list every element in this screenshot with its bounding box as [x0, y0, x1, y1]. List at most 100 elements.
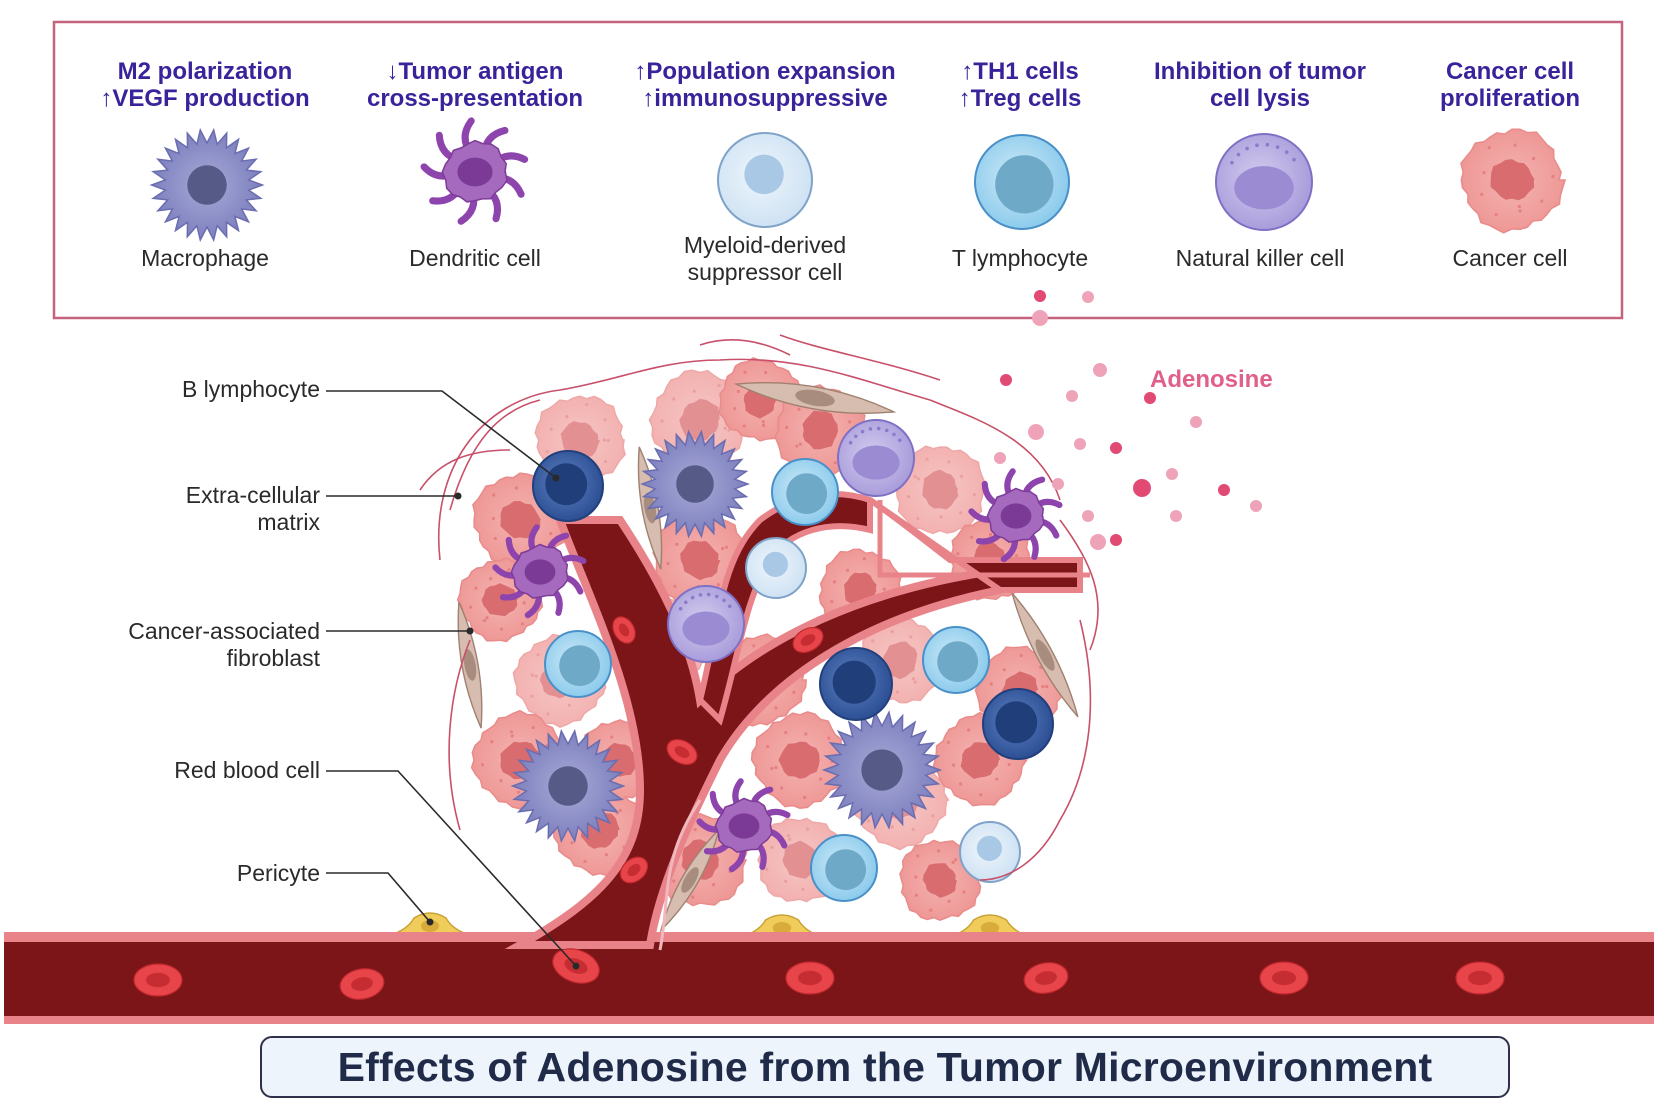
adenosine-particle [1074, 438, 1086, 450]
red-blood-cell [1259, 961, 1309, 995]
adenosine-particle [1110, 534, 1122, 546]
fibroblast-cell [1011, 592, 1079, 718]
legend-name-mdsc: Myeloid-derived suppressor cell [683, 232, 847, 285]
effect-line-1: M2 polarization [117, 58, 293, 85]
mdsc-cell [959, 821, 1021, 883]
tumor-cells [492, 419, 1063, 902]
adenosine-particle [1144, 392, 1156, 404]
adenosine-particle [1032, 310, 1048, 326]
dendritic-cell [492, 524, 587, 619]
dendritic-cell [968, 468, 1063, 563]
macrophage-cell [149, 127, 265, 243]
red-blood-cell [666, 738, 698, 766]
callout-line-b-lymphocyte [326, 390, 557, 479]
adenosine-particle [1110, 442, 1122, 454]
figure-title-box: Effects of Adenosine from the Tumor Micr… [260, 1036, 1510, 1098]
b-lymphocyte-cell [819, 647, 893, 721]
red-blood-cell [785, 961, 835, 995]
t-lymphocyte-cell [771, 458, 839, 526]
adenosine-particle [1082, 291, 1094, 303]
t-lymphocyte-cell [922, 626, 990, 694]
legend-name-cancer-cell: Cancer cell [1452, 245, 1568, 271]
callout-lines [326, 390, 577, 967]
figure-title: Effects of Adenosine from the Tumor Micr… [337, 1043, 1433, 1090]
red-blood-cell [1023, 962, 1069, 994]
adenosine-particle [1170, 510, 1182, 522]
effect-line-1: Cancer cell [1445, 58, 1575, 85]
mdsc-cell [745, 537, 807, 599]
effect-line-2: proliferation [1439, 85, 1580, 112]
effect-line-1: ↑Population expansion [634, 58, 896, 85]
label-adenosine: Adenosine [1150, 366, 1273, 393]
t-lymphocyte-cell [974, 134, 1070, 230]
label-red-blood-cell: Red blood cell [174, 757, 320, 783]
callout-line-pericyte [326, 872, 431, 923]
dendritic-cell [696, 778, 791, 873]
dendritic-cell [420, 117, 529, 225]
natural-killer-cell [667, 585, 745, 663]
red-blood-cell [792, 626, 824, 654]
label-b-lymphocyte: B lymphocyte [181, 376, 320, 402]
adenosine-particles [994, 290, 1262, 550]
adenosine-particle [1066, 390, 1078, 402]
t-lymphocyte-cell [810, 834, 878, 902]
label-extracellular-matrix: Extra-cellular matrix [185, 482, 320, 535]
effect-line-2: ↑immunosuppressive [642, 85, 888, 112]
effect-line-2: cross-presentation [366, 85, 584, 112]
adenosine-particle [1093, 363, 1107, 377]
effect-nk-cell: Inhibition of tumor cell lysis [1140, 58, 1380, 112]
label-pericyte: Pericyte [236, 860, 320, 886]
label-cancer-associated-fibroblast: Cancer-associated fibroblast [128, 618, 320, 671]
adenosine-particle [1052, 478, 1064, 490]
adenosine-particle [1028, 424, 1044, 440]
effect-line-2: ↑VEGF production [100, 85, 310, 112]
effect-line-2: cell lysis [1209, 85, 1311, 112]
effect-line-1: ↓Tumor antigen [386, 58, 564, 85]
fibroblast-cell [733, 382, 897, 414]
adenosine-particle [994, 452, 1006, 464]
red-blood-cell [133, 963, 183, 997]
fibroblast-cell [457, 601, 483, 729]
adenosine-particle [1082, 510, 1094, 522]
effect-cancer-cell: Cancer cell proliferation [1420, 58, 1600, 112]
b-lymphocyte-cell [982, 688, 1054, 760]
red-blood-cell [619, 856, 649, 884]
b-lymphocyte-cell [532, 450, 604, 522]
effect-mdsc: ↑Population expansion ↑immunosuppressive [625, 58, 905, 112]
adenosine-particle [1133, 479, 1151, 497]
effect-macrophage: M2 polarization ↑VEGF production [100, 58, 310, 112]
effect-line-1: Inhibition of tumor [1154, 58, 1366, 85]
effect-line-1: ↑TH1 cells [961, 58, 1079, 85]
cancer-cell [1460, 128, 1567, 234]
adenosine-particle [1250, 500, 1262, 512]
macrophage-cell [821, 710, 943, 830]
t-lymphocyte-cell [544, 630, 612, 698]
effect-dendritic: ↓Tumor antigen cross-presentation [360, 58, 590, 112]
legend-name-t-lymphocyte: T lymphocyte [951, 245, 1089, 271]
natural-killer-cell [1215, 133, 1313, 231]
adenosine-particle [1000, 374, 1012, 386]
red-blood-cell [612, 616, 636, 644]
red-blood-cell [339, 968, 385, 1000]
legend-name-nk-cell: Natural killer cell [1175, 245, 1345, 271]
macrophage-cell [640, 429, 750, 539]
adenosine-particle [1190, 416, 1202, 428]
adenosine-particle [1090, 534, 1106, 550]
legend-icons [149, 117, 1567, 243]
natural-killer-cell [837, 419, 915, 497]
adenosine-particle [1218, 484, 1230, 496]
red-blood-cell [1455, 961, 1505, 995]
legend-name-dendritic-cell: Dendritic cell [409, 245, 541, 271]
extracellular-matrix [419, 334, 1099, 881]
adenosine-particle [1034, 290, 1046, 302]
legend-frame [52, 20, 1624, 320]
macrophage-cell [510, 728, 626, 844]
legend-name-macrophage: Macrophage [141, 245, 269, 271]
callout-line-rbc [326, 770, 577, 967]
mdsc-cell [717, 132, 813, 228]
adenosine-particle [1166, 468, 1178, 480]
effect-t-lymphocyte: ↑TH1 cells ↑Treg cells [930, 58, 1110, 112]
effect-line-2: ↑Treg cells [958, 85, 1082, 112]
